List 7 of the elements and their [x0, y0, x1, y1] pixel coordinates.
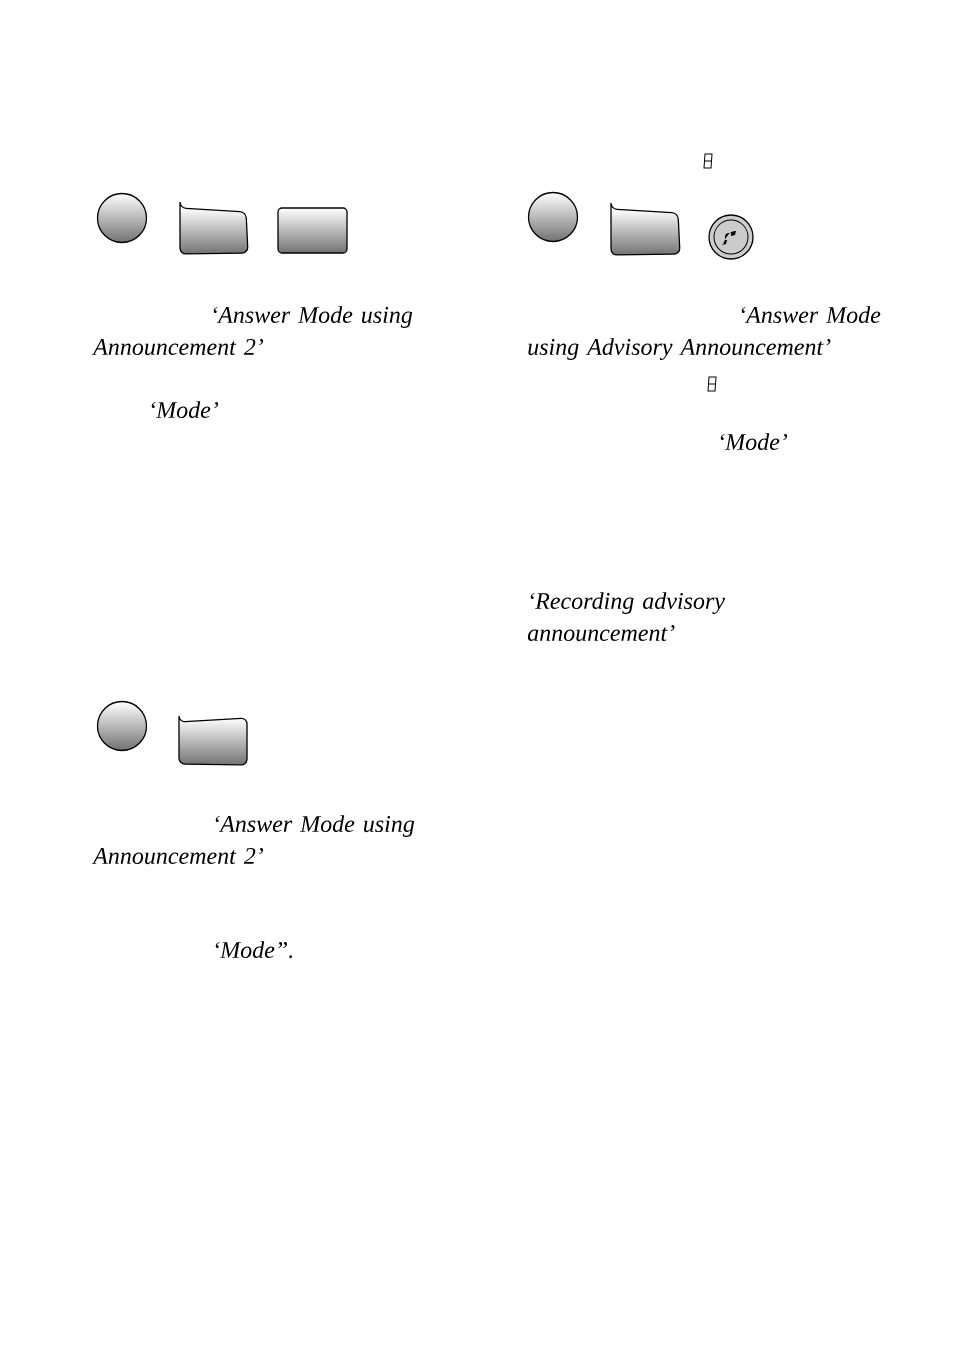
instruction-text: ‘Answer Mode using Advisory Announcement’: [528, 306, 881, 361]
instruction-text: ‘Recording advisory announcement’: [527, 592, 725, 642]
instruction-text: ‘Mode’: [151, 401, 219, 419]
instruction-text: ‘Answer Mode using Announcement 2’: [91, 815, 415, 865]
instruction-text: ‘Mode’: [720, 433, 788, 451]
instruction-text: ‘Mode”.: [215, 941, 292, 959]
instruction-text: ‘Answer Mode using Announcement 2’: [91, 306, 413, 356]
